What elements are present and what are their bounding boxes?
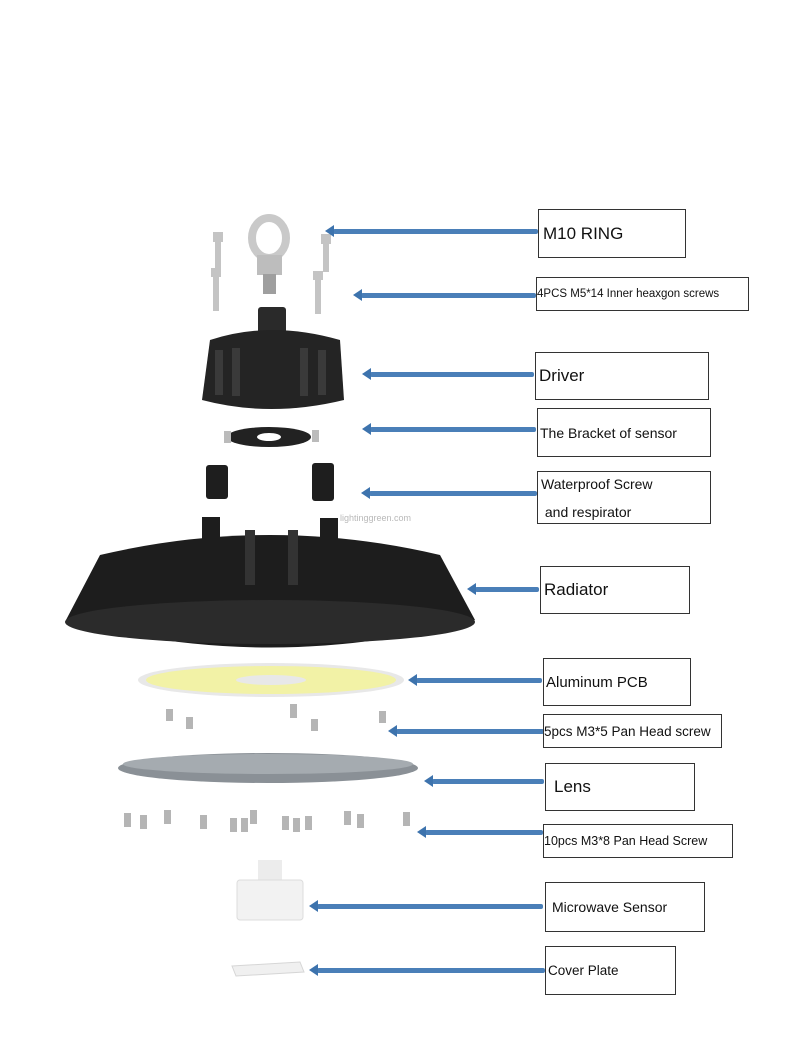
arrow-waterproof [361, 487, 537, 499]
arrow-driver [362, 368, 534, 380]
label-waterproof-screw: Waterproof Screw and respirator [537, 471, 711, 524]
label-microwave-sensor: Microwave Sensor [545, 882, 705, 932]
arrow-screws5 [388, 725, 544, 737]
label-pan-head-screws-10: 10pcs M3*8 Pan Head Screw [543, 824, 733, 858]
pan-head-screws-10-part [124, 810, 410, 832]
label-lens: Lens [545, 763, 695, 811]
arrow-sensor [309, 900, 543, 912]
arrow-screws4 [353, 289, 536, 301]
lens-part [118, 753, 418, 783]
label-sensor-bracket: The Bracket of sensor [537, 408, 711, 457]
arrow-lens [424, 775, 544, 787]
arrow-bracket [362, 423, 536, 435]
label-radiator: Radiator [540, 566, 690, 614]
arrow-pcb [408, 674, 542, 686]
waterproof-screw-part [206, 463, 334, 501]
label-pan-head-screws-5: 5pcs M3*5 Pan Head screw [543, 714, 722, 748]
cover-plate-part [231, 961, 305, 977]
arrow-ring [325, 225, 538, 237]
label-driver: Driver [535, 352, 709, 400]
aluminum-pcb-part [138, 663, 404, 697]
sensor-bracket-part [224, 427, 319, 447]
driver-part [202, 307, 344, 409]
arrow-radiator [467, 583, 539, 595]
microwave-sensor-part [236, 860, 304, 921]
arrow-cover [309, 964, 545, 976]
label-aluminum-pcb: Aluminum PCB [543, 658, 691, 706]
watermark-text: lightinggreen.com [340, 513, 412, 523]
hex-screws-part [211, 232, 331, 314]
label-cover-plate: Cover Plate [545, 946, 676, 995]
arrow-screws10 [417, 826, 543, 838]
radiator-part [65, 517, 475, 648]
m10-ring-part [248, 214, 290, 294]
pan-head-screws-5-part [166, 704, 386, 731]
label-m10-ring: M10 RING [538, 209, 686, 258]
label-hex-screws: 4PCS M5*14 Inner heaxgon screws [536, 277, 749, 311]
